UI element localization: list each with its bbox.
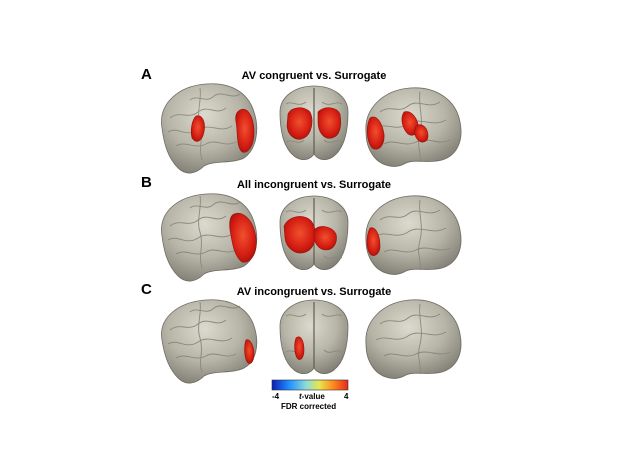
colorbar-value-label: t-value xyxy=(299,392,325,401)
panel-title-b: All incongruent vs. Surrogate xyxy=(236,179,392,191)
colorbar-max-label: 4 xyxy=(344,392,349,401)
colorbar-min-label: -4 xyxy=(272,392,280,401)
brain-a-right xyxy=(365,87,462,167)
brain-b-posterior xyxy=(279,195,349,270)
colorbar-gradient xyxy=(271,379,349,391)
panel-title-a: AV congruent vs. Surrogate xyxy=(241,70,387,82)
panel-letter-b: B xyxy=(141,174,152,191)
brain-c-posterior xyxy=(279,299,349,374)
brain-b-right xyxy=(365,195,462,275)
brain-a-left xyxy=(161,83,258,174)
panel-letter-a: A xyxy=(141,66,152,83)
brain-b-left xyxy=(161,193,258,282)
colorbar-t-label: t xyxy=(299,392,302,401)
brain-c-left xyxy=(161,299,258,384)
colorbar-note: FDR corrected xyxy=(281,402,337,411)
panel-letter-c: C xyxy=(141,281,152,298)
brain-a-posterior xyxy=(279,85,349,160)
brain-c-right xyxy=(365,299,462,379)
panel-title-c: AV incongruent vs. Surrogate xyxy=(236,286,392,298)
colorbar-value-suffix: -value xyxy=(301,392,325,401)
